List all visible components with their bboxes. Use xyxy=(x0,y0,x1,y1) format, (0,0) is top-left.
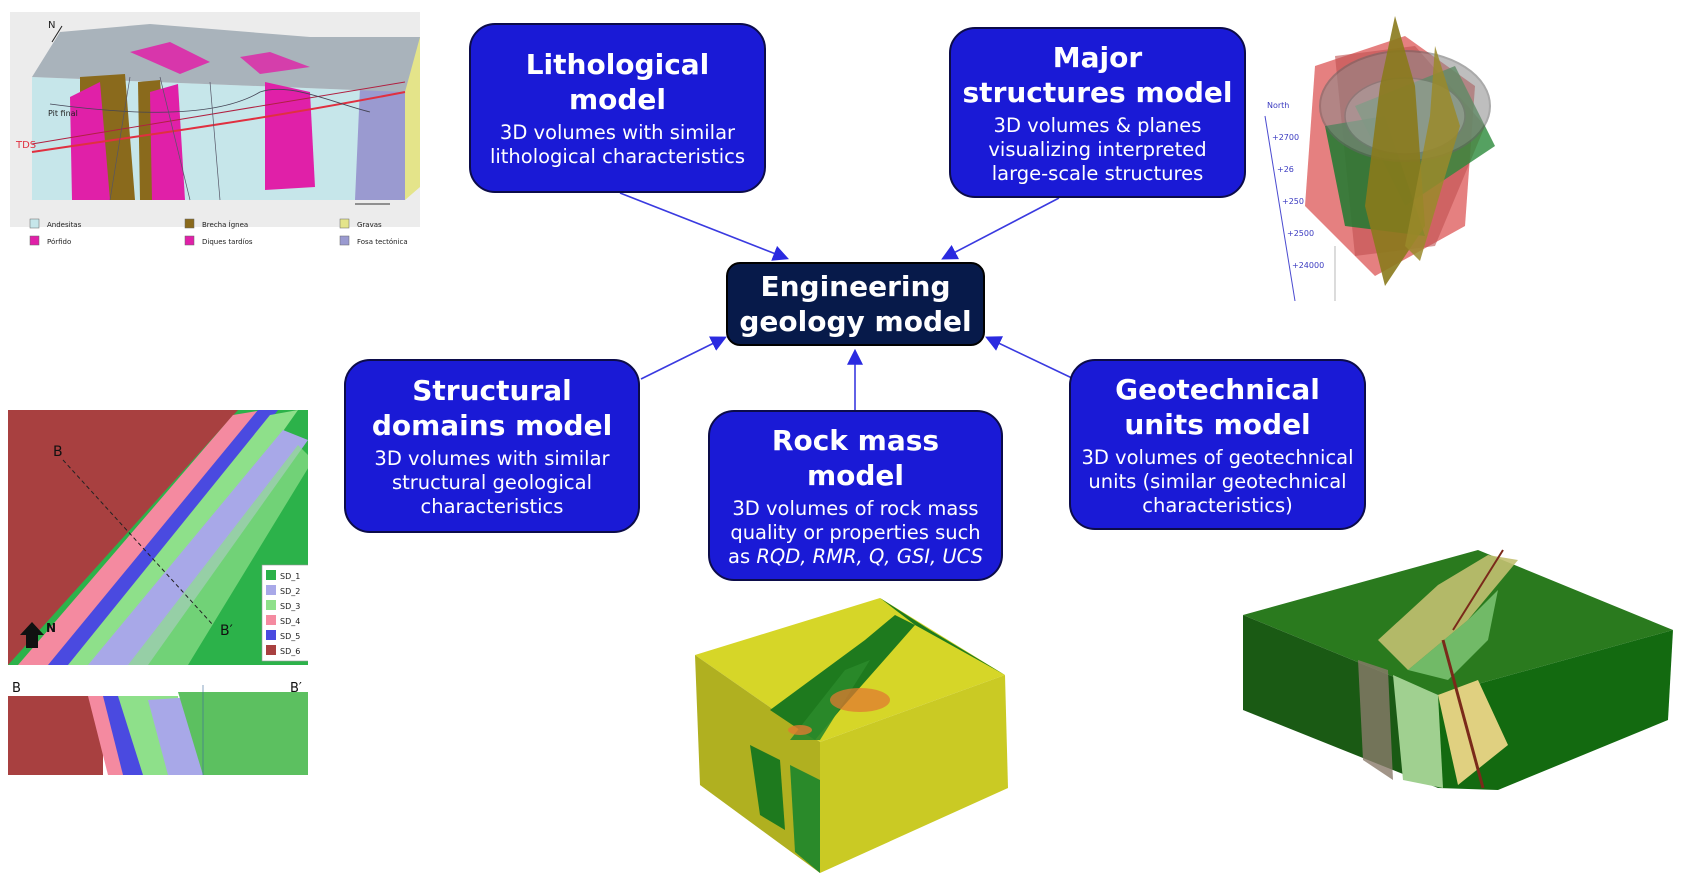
domain-bprime-label: B′ xyxy=(220,623,233,639)
structural-domains-image: B B′ N SD_1SD_2SD_3SD_4SD_5SD_6 B B′ xyxy=(8,410,308,775)
major-structures-image: North +2700 +26 +250 +2500 +24000 xyxy=(1264,16,1495,301)
legend-swatch xyxy=(339,235,350,246)
legend-label: Diques tardíos xyxy=(202,238,253,246)
major-tick-label: +26 xyxy=(1277,165,1294,174)
tds-label: TDS xyxy=(15,140,36,151)
domain-legend-label: SD_4 xyxy=(280,617,300,626)
north-label: N xyxy=(48,20,55,31)
legend-swatch xyxy=(29,218,40,229)
arrow-structural xyxy=(640,336,727,380)
geotechnical-units-model-desc: 3D volumes of geotechnical units (simila… xyxy=(1081,445,1354,517)
legend-label: Brecha Ígnea xyxy=(202,220,248,229)
arrow-lithological xyxy=(619,192,789,261)
section-bprime-label: B′ xyxy=(290,681,302,696)
pit-final-label: Pit final xyxy=(48,109,78,118)
legend-swatch xyxy=(184,218,195,229)
major-tick-label: +2700 xyxy=(1272,133,1299,142)
lithological-model-box[interactable]: Lithological model 3D volumes with simil… xyxy=(469,23,766,193)
section-b-label: B xyxy=(12,681,21,696)
domain-legend-swatch xyxy=(266,630,276,640)
major-structures-model-box[interactable]: Major structures model 3D volumes & plan… xyxy=(949,27,1246,198)
major-structures-model-desc: 3D volumes & planes visualizing interpre… xyxy=(988,113,1207,185)
domain-legend-swatch xyxy=(266,570,276,580)
major-tick-label: North xyxy=(1267,101,1289,110)
legend-swatch xyxy=(29,235,40,246)
geotechnical-units-model-box[interactable]: Geotechnical units model 3D volumes of g… xyxy=(1069,359,1366,530)
domain-b-label: B xyxy=(53,444,63,460)
engineering-geology-model-box[interactable]: Engineering geology model xyxy=(726,262,985,346)
domain-legend-label: SD_2 xyxy=(280,587,300,596)
engineering-geology-model-title: Engineering geology model xyxy=(739,270,972,338)
domain-legend-label: SD_5 xyxy=(280,632,300,641)
major-tick-label: +2500 xyxy=(1287,229,1314,238)
legend-label: Pórfido xyxy=(47,238,71,246)
domain-legend-swatch xyxy=(266,600,276,610)
legend-swatch xyxy=(339,218,350,229)
north-arrow-icon xyxy=(20,622,44,648)
domain-legend-label: SD_1 xyxy=(280,572,300,581)
major-axis-ticks: North +2700 +26 +250 +2500 +24000 xyxy=(1267,101,1324,270)
domain-legend-swatch xyxy=(266,585,276,595)
rock-mass-model-desc: 3D volumes of rock mass quality or prope… xyxy=(728,497,983,569)
rock-mass-desc-properties: RQD, RMR, Q, GSI, UCS xyxy=(756,544,983,568)
domain-legend-swatch xyxy=(266,615,276,625)
arrow-geotech xyxy=(985,336,1075,380)
domain-legend: SD_1SD_2SD_3SD_4SD_5SD_6 xyxy=(266,570,300,656)
rock-mass-block-image xyxy=(695,598,1008,873)
structural-domains-model-box[interactable]: Structural domains model 3D volumes with… xyxy=(344,359,640,533)
lithological-model-title: Lithological model xyxy=(525,48,710,116)
rock-mass-desc-text: 3D volumes of rock mass quality or prope… xyxy=(728,496,981,568)
legend-label: Gravas xyxy=(357,221,382,229)
geotechnical-block-image xyxy=(1243,549,1673,790)
lithological-model-desc: 3D volumes with similar lithological cha… xyxy=(489,121,746,168)
legend-label: Fosa tectónica xyxy=(357,238,408,246)
major-tick-label: +24000 xyxy=(1292,261,1324,270)
legend-label: Andesitas xyxy=(47,221,82,229)
major-structures-model-title: Major structures model xyxy=(962,40,1233,109)
domain-legend-label: SD_3 xyxy=(280,602,300,611)
rock-mass-model-title: Rock mass model xyxy=(771,423,940,492)
geotechnical-units-model-title: Geotechnical units model xyxy=(1115,372,1320,441)
rock-mass-model-box[interactable]: Rock mass model 3D volumes of rock mass … xyxy=(708,410,1003,581)
legend-swatch xyxy=(184,235,195,246)
arrow-major xyxy=(941,197,1060,260)
domain-legend-swatch xyxy=(266,645,276,655)
domain-north-label: N xyxy=(46,621,56,635)
structural-domains-model-title: Structural domains model xyxy=(371,374,613,442)
major-tick-label: +250 xyxy=(1282,197,1304,206)
domain-legend-label: SD_6 xyxy=(280,647,300,656)
structural-domains-model-desc: 3D volumes with similar structural geolo… xyxy=(374,447,610,518)
